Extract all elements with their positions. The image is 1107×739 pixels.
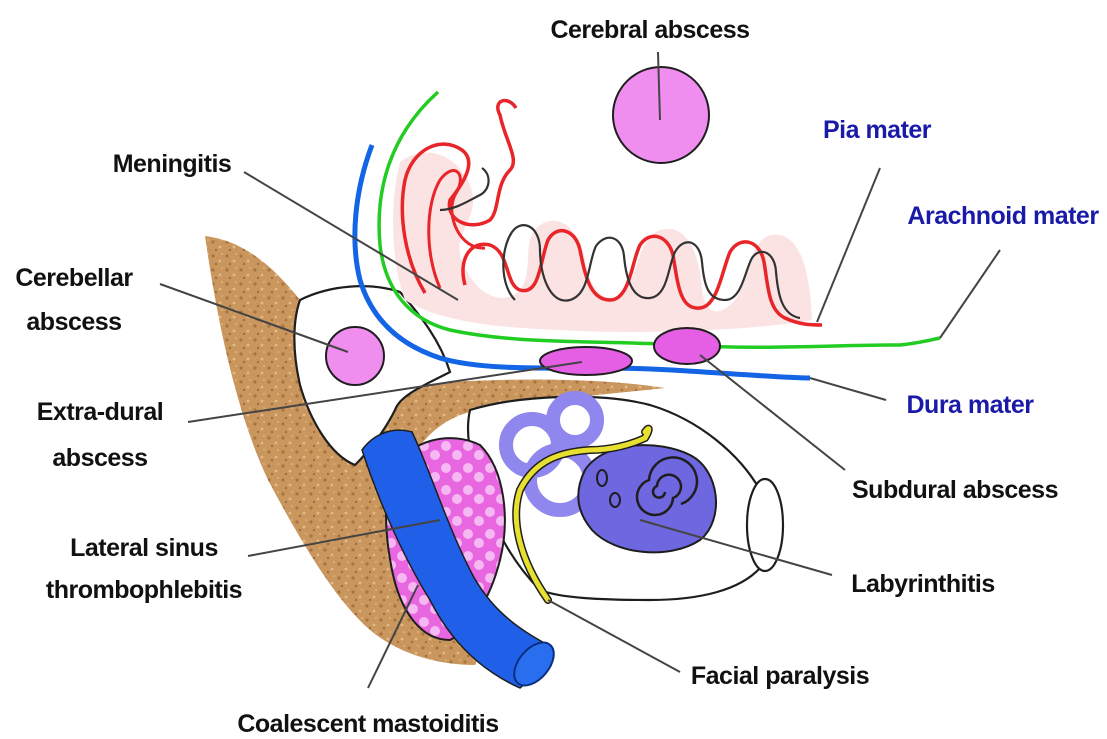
label-cerebellar-abscess-1: Cerebellar [15,264,133,292]
label-subdural-abscess: Subdural abscess [852,476,1058,504]
label-pia-mater: Pia mater [823,116,932,144]
label-lateral-sinus-2: thrombophlebitis [46,576,242,604]
label-labyrinthitis: Labyrinthitis [851,570,995,598]
ear-canal-opening [747,479,783,571]
label-cerebral-abscess: Cerebral abscess [550,16,749,44]
label-arachnoid-mater: Arachnoid mater [907,202,1099,230]
label-coalescent-mastoiditis: Coalescent mastoiditis [237,710,498,738]
cerebellar-abscess [326,327,384,385]
label-lateral-sinus-1: Lateral sinus [70,534,218,562]
subdural-abscess [654,328,720,364]
cerebral-abscess [613,67,709,163]
label-extradural-abscess-2: abscess [52,444,147,472]
extradural-abscess [540,347,632,375]
label-cerebellar-abscess-2: abscess [26,308,121,336]
label-extradural-abscess-1: Extra-dural [37,398,163,426]
label-dura-mater: Dura mater [907,391,1035,419]
label-facial-paralysis: Facial paralysis [691,662,869,690]
label-meningitis: Meningitis [113,150,232,178]
